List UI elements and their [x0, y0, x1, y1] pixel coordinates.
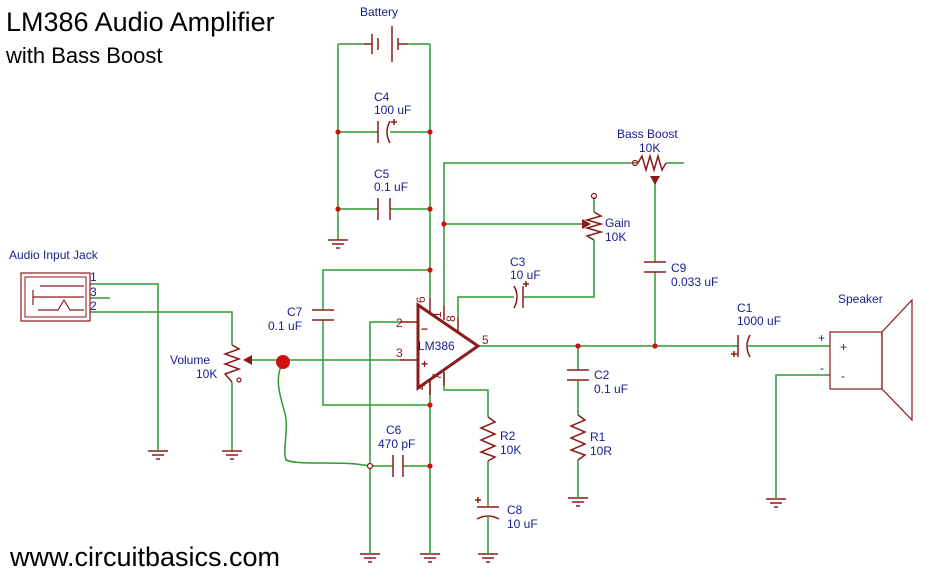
r1-value: 10R — [590, 444, 612, 458]
ground-icon — [568, 492, 588, 507]
c7-value: 0.1 uF — [268, 319, 302, 333]
gain-ref: Gain — [605, 216, 630, 230]
pin-2: 2 — [396, 316, 403, 330]
volume-value: 10K — [196, 367, 217, 381]
wires — [90, 43, 830, 548]
c8-value: 10 uF — [507, 517, 538, 531]
pin-6: 6 — [414, 296, 428, 303]
audio-input-jack: Audio Input Jack 1 3 2 — [9, 248, 99, 322]
c4-value: 100 uF — [374, 103, 411, 117]
c1-value: 1000 uF — [737, 314, 781, 328]
resistor-r1: R1 10R — [568, 414, 612, 461]
speaker-plus-mark: + — [840, 340, 847, 354]
c8-ref: C8 — [507, 503, 523, 517]
bass-boost-value: 10K — [639, 141, 660, 155]
battery-label: Battery — [360, 5, 398, 19]
pin-8: 8 — [444, 315, 458, 322]
ground-symbols — [148, 234, 786, 563]
speaker-minus-mark: - — [841, 369, 845, 383]
potentiometer-gain: Gain 10K — [582, 192, 630, 244]
lm386-plus: + — [421, 357, 428, 371]
c5-ref: C5 — [374, 167, 390, 181]
c5-value: 0.1 uF — [374, 180, 408, 194]
title-line-2: with Bass Boost — [5, 43, 163, 68]
c3-ref: C3 — [510, 255, 526, 269]
pin-7: 7 — [430, 373, 444, 380]
speaker-terminal-minus: - — [820, 361, 824, 375]
ground-icon — [148, 445, 168, 460]
r1-ref: R1 — [590, 430, 606, 444]
ground-icon — [420, 548, 440, 563]
c2-ref: C2 — [594, 368, 610, 382]
pin-1: 1 — [430, 311, 444, 318]
r2-ref: R2 — [500, 429, 516, 443]
capacitor-c3: C3 10 uF — [510, 255, 541, 309]
resistor-r2: R2 10K — [478, 416, 521, 462]
volume-ref: Volume — [170, 353, 210, 367]
r2-value: 10K — [500, 443, 521, 457]
lm386-name: LM386 — [418, 339, 455, 353]
bass-boost-ref: Bass Boost — [617, 127, 678, 141]
potentiometer-volume: Volume 10K — [170, 344, 252, 383]
input-jack-pin-2: 2 — [90, 299, 97, 313]
capacitor-c1: C1 1000 uF — [731, 301, 781, 358]
capacitor-c7: C7 0.1 uF — [268, 305, 334, 333]
ground-icon — [222, 445, 242, 460]
input-jack-label: Audio Input Jack — [9, 248, 99, 262]
input-jack-pin-1: 1 — [90, 270, 97, 284]
capacitor-c2: C2 0.1 uF — [567, 368, 628, 396]
title-line-1: LM386 Audio Amplifier — [6, 7, 275, 37]
c7-ref: C7 — [287, 305, 303, 319]
speaker-label: Speaker — [838, 292, 883, 306]
c3-value: 10 uF — [510, 268, 541, 282]
pin-5: 5 — [482, 333, 489, 347]
potentiometer-bass-boost: Bass Boost 10K — [617, 127, 678, 185]
speaker-terminal-plus: + — [818, 331, 825, 345]
volume-wiper-node — [276, 355, 290, 369]
lm386-minus: − — [421, 322, 428, 336]
c6-ref: C6 — [386, 423, 402, 437]
battery: Battery — [360, 5, 408, 62]
capacitor-c4: C4 100 uF — [374, 90, 411, 144]
ground-icon — [478, 548, 498, 563]
input-jack-pin-3: 3 — [90, 285, 97, 299]
c9-value: 0.033 uF — [671, 275, 718, 289]
capacitor-c6: C6 470 pF — [378, 423, 415, 477]
c9-ref: C9 — [671, 261, 687, 275]
lm386-chip: LM386 − + 2 3 5 6 1 8 4 7 — [396, 296, 489, 395]
ground-icon — [360, 548, 380, 563]
capacitor-c5: C5 0.1 uF — [374, 167, 408, 220]
gain-value: 10K — [605, 230, 626, 244]
capacitor-c9: C9 0.033 uF — [644, 261, 718, 289]
ground-icon — [328, 234, 348, 249]
c1-ref: C1 — [737, 301, 753, 315]
c4-ref: C4 — [374, 90, 390, 104]
pin-3: 3 — [396, 346, 403, 360]
junctions — [276, 129, 658, 470]
c6-value: 470 pF — [378, 437, 415, 451]
ground-icon — [766, 493, 786, 508]
speaker: Speaker + - + - — [818, 292, 913, 422]
c2-value: 0.1 uF — [594, 382, 628, 396]
pin-4: 4 — [414, 383, 428, 390]
footer-url: www.circuitbasics.com — [9, 542, 280, 572]
capacitor-c8: C8 10 uF — [475, 497, 538, 531]
